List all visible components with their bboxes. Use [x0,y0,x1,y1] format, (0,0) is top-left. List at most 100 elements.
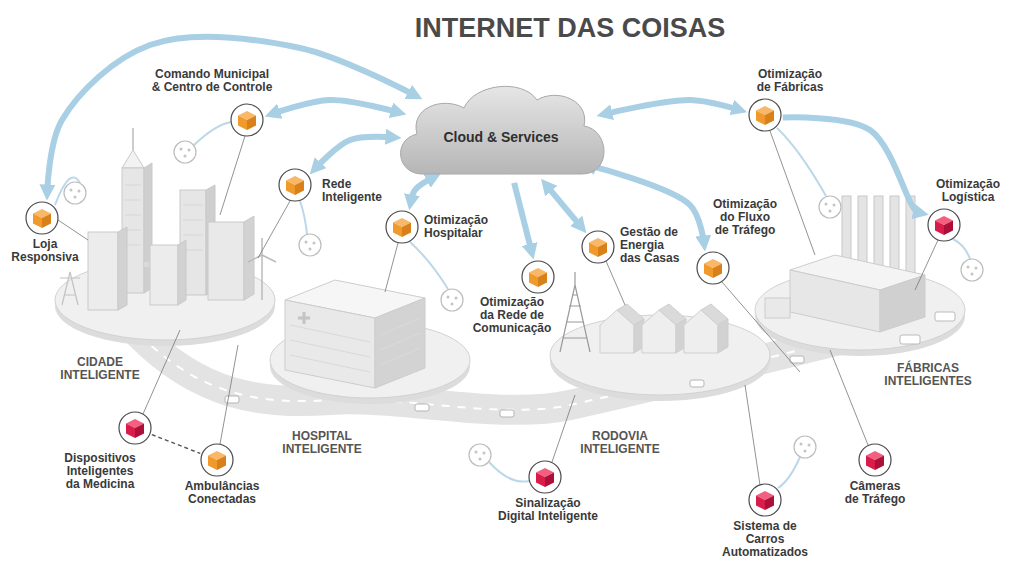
antenna-tower [560,272,590,352]
sensor-dots [826,204,834,211]
truck [900,335,920,344]
device-node: Ambulâncias Conectadas [200,443,234,477]
leader-lines [58,131,938,485]
icon-ring [749,484,781,516]
cube-left [756,496,765,511]
cube-left [33,214,42,229]
data-flow-arrow [783,117,921,213]
icon-ring [582,231,614,263]
building [88,232,118,310]
device-icon [118,411,152,445]
cube-right [135,424,144,439]
sensor [441,289,463,311]
cube-left [238,116,247,131]
device-icon [521,260,555,294]
road [140,330,880,410]
device-node: Otimização da Rede de Comunicação [521,260,555,294]
icon-ring [26,202,58,234]
cube-right [713,264,722,279]
device-icon [200,443,234,477]
cube-right [765,111,774,126]
data-flow-arrow [47,37,415,193]
data-flow-arrow [272,100,398,114]
sensor-dots [306,242,314,249]
area-label: HOSPITAL INTELIGENTE [279,430,365,456]
data-flow-arrow [411,177,434,202]
device-icon [927,208,961,242]
cube-right [598,243,607,258]
cube-left [393,223,402,238]
cube-left [529,273,538,288]
building-side [178,240,186,305]
device-node: Dispositivos Inteligentes da Medicina [118,411,152,445]
cube-left [536,473,545,488]
car [415,404,429,411]
node-label: Otimização Logística [932,178,1004,204]
device-node: Otimização Logística [927,208,961,242]
cube-left [935,221,944,236]
device-node: Gestão de Energia das Casas [581,230,615,264]
node-label: Loja Responsiva [9,238,81,264]
node-label: Sistema de Carros Automatizados [720,520,810,560]
icon-ring [386,211,418,243]
area-label: CIDADE INTELIGENTE [57,356,143,382]
area-label: RODOVIA INTELIGENTE [577,430,663,456]
device-icon [25,201,59,235]
tower-top [122,150,144,168]
cube-right [295,181,304,196]
device-node: Loja Responsiva [25,201,59,235]
icon-ring [279,169,311,201]
data-flow-arrow [604,100,739,114]
device-icon [858,443,892,477]
node-label: Rede Inteligente [322,178,388,204]
cube-left [866,456,875,471]
sensor [174,141,196,163]
sensor-dots [968,267,976,274]
device-node: Câmeras de Tráfego [858,443,892,477]
cube-left [756,111,765,126]
device-icon [748,483,782,517]
sensor-dots [181,149,189,156]
cube-right [217,456,226,471]
car [225,396,239,403]
sensor [961,259,983,281]
node-label: Câmeras de Tráfego [842,480,908,506]
node-label: Otimização da Rede de Comunicação [472,296,552,336]
hospital-side [375,298,425,388]
car [690,380,704,387]
cube-right [944,221,953,236]
wind-turbine [261,255,263,300]
cube-right [538,273,547,288]
device-icon [230,103,264,137]
device-icon [581,230,615,264]
sensor-link [55,122,970,488]
icon-ring [529,461,561,493]
cube-left [126,424,135,439]
sensor-dots [476,452,484,459]
device-icon [278,168,312,202]
hospital-cross [298,312,310,324]
cube-left [286,181,295,196]
sensor [819,196,841,218]
sensor [64,182,86,204]
power-pylon [60,272,80,305]
icon-ring [697,252,729,284]
cube-right [247,116,256,131]
factory-front [790,270,880,332]
device-node: Sistema de Carros Automatizados [748,483,782,517]
sensor [469,444,491,466]
sensor-dots [448,297,456,304]
device-node: Otimização Hospitalar [385,210,419,244]
road-marking [140,330,880,410]
device-icon [696,251,730,285]
cube-right [545,473,554,488]
cube-right [765,496,774,511]
cloud-outline [401,86,604,174]
cube-right [42,214,51,229]
device-node: Comando Municipal & Centro de Controle [230,103,264,137]
hospital-windows [290,318,420,372]
node-label: Otimização de Fábricas [753,68,827,94]
sensor [794,436,816,458]
node-label: Sinalização Digital Inteligente [496,497,600,523]
sensor-dots [801,444,809,451]
